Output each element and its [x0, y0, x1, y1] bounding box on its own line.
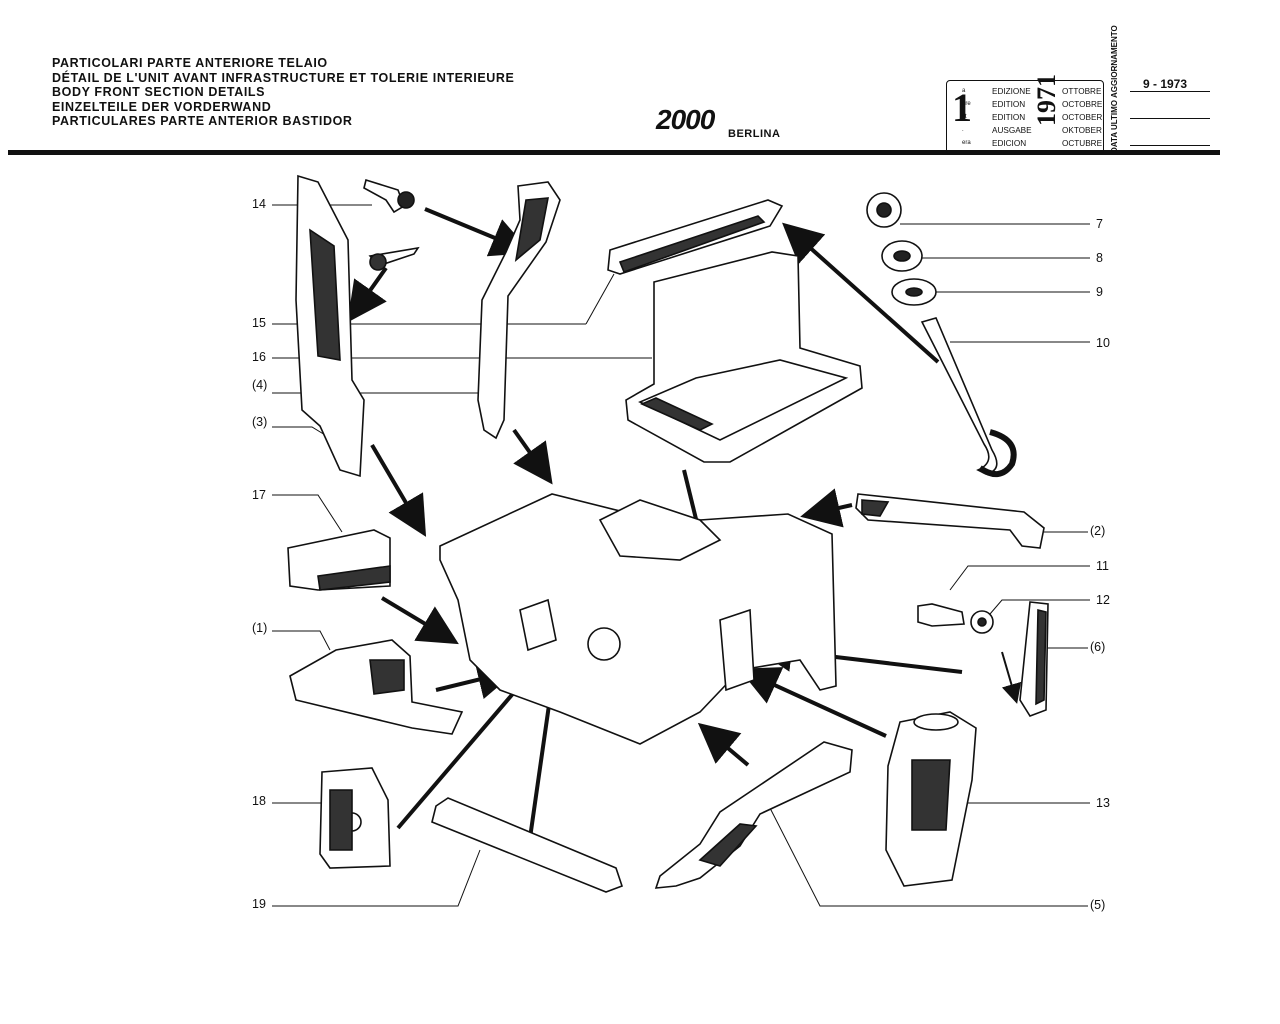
title-german: EINZELTEILE DER VORDERWAND: [52, 99, 272, 114]
callout-8: 8: [1096, 251, 1103, 265]
edition-ordinal: st: [962, 114, 967, 120]
update-date: 9 - 1973: [1143, 77, 1188, 91]
edition-number: 1: [952, 85, 972, 130]
edition-ordinal: a: [962, 88, 966, 94]
edition-word: EDITION: [992, 113, 1026, 122]
edition-ordinal: .: [962, 127, 964, 133]
strip-part-15: [477, 181, 561, 440]
edition-word: EDICION: [992, 139, 1027, 148]
model-name: BERLINA: [728, 128, 781, 140]
callout-11: 11: [1096, 559, 1109, 573]
month-word: OCTOBER: [1062, 113, 1103, 122]
hook-rod-part-10: [920, 317, 998, 475]
month-word: OCTUBRE: [1062, 139, 1103, 148]
callout-18: 18: [252, 794, 266, 808]
callout-4: (4): [252, 378, 268, 392]
clip-part-14: [363, 178, 420, 271]
bar-part-19: [431, 797, 624, 893]
arm-part-5: [654, 741, 853, 889]
callout-9: 9: [1096, 285, 1103, 299]
bolt-part-11: [917, 603, 965, 627]
edition-word: EDIZIONE: [992, 87, 1031, 96]
title-block: PARTICOLARI PARTE ANTERIORE TELAIO DÉTAI…: [52, 56, 514, 129]
callout-10: 10: [1096, 336, 1110, 350]
callout-2: (2): [1090, 524, 1106, 538]
title-french: DÉTAIL DE L'UNIT AVANT INFRASTRUCTURE ET…: [52, 70, 515, 85]
update-line: [1130, 145, 1210, 146]
edition-word: AUSGABE: [992, 126, 1032, 135]
model-logo: 2000: [656, 104, 715, 135]
edition-ordinal: era: [962, 140, 971, 146]
callout-16: 16: [252, 350, 266, 364]
month-word: OCTOBRE: [1062, 100, 1103, 109]
edition-box: [946, 80, 1104, 155]
callout-3: (3): [252, 415, 268, 429]
header-rule: [8, 150, 1220, 155]
title-italian: PARTICOLARI PARTE ANTERIORE TELAIO: [52, 56, 328, 70]
title-english: BODY FRONT SECTION DETAILS: [52, 85, 266, 100]
callout-12: 12: [1096, 593, 1110, 607]
edition-word: EDITION: [992, 100, 1026, 109]
month-word: OKTOBER: [1062, 126, 1102, 135]
bracket-part-2: [855, 493, 1045, 549]
callout-13: 13: [1096, 796, 1110, 810]
callout-15: 15: [252, 316, 266, 330]
callout-5: (5): [1090, 898, 1106, 912]
title-spanish: PARTICULARES PARTE ANTERIOR BASTIDOR: [52, 114, 353, 129]
edition-ordinal: ere: [962, 101, 971, 107]
callout-14: 14: [252, 197, 266, 211]
month-word: OTTOBRE: [1062, 87, 1102, 96]
callout-6: (6): [1090, 640, 1106, 654]
callout-7: 7: [1096, 217, 1103, 231]
callout-1: (1): [252, 621, 268, 635]
update-line: [1130, 91, 1210, 92]
callout-19: 19: [252, 897, 266, 911]
battery-tray: [625, 251, 863, 463]
update-line: [1130, 118, 1210, 119]
callout-17: 17: [252, 488, 266, 502]
